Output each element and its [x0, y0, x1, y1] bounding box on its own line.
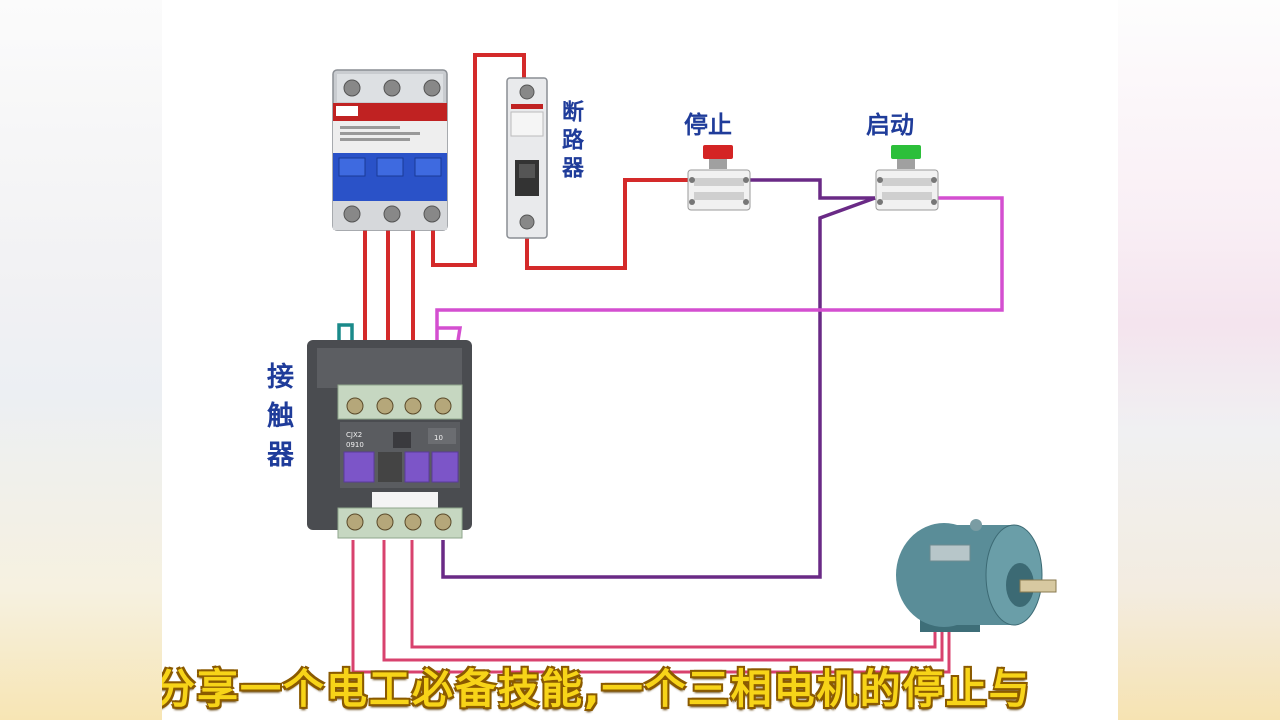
caption-text: 分享一个电工必备技能,一个三相电机的停止与: [162, 665, 1032, 713]
circuit-breaker-3p-icon: [332, 69, 448, 231]
wire-t1-to-motor: [351, 540, 951, 674]
wire-t3-to-motor: [410, 540, 937, 649]
left-blur-margin: [0, 0, 162, 720]
contactor-aux-label: 10: [434, 434, 443, 442]
contactor-model-sub: 0910: [346, 441, 364, 449]
label-start: 启动: [866, 111, 914, 139]
wire-t2-to-motor: [382, 540, 944, 662]
wire-start-to-coil: [441, 196, 876, 579]
wiring-diagram-svg: CJX2 0910 10: [307, 53, 1057, 674]
label-breaker: 断路器: [558, 100, 583, 184]
right-blur-margin: [1118, 0, 1280, 720]
wire-stop-to-start: [748, 178, 875, 200]
contactor-icon: CJX2 0910 10: [307, 340, 472, 539]
label-contactor: 接触器: [262, 362, 293, 479]
label-stop: 停止: [684, 111, 732, 139]
motor-icon: [896, 519, 1057, 632]
stop-button-icon: [687, 145, 751, 211]
start-button-icon: [875, 145, 939, 211]
wire-group-purple: [441, 178, 876, 579]
circuit-breaker-1p-icon: [506, 77, 548, 239]
wire-l3-to-control-breaker: [431, 53, 526, 267]
contactor-model: CJX2: [346, 431, 362, 439]
wire-start-to-aux: [435, 196, 1004, 378]
wire-control-breaker-to-stop: [525, 178, 690, 270]
caption-banner: 分享一个电工必备技能,一个三相电机的停止与: [162, 658, 1118, 720]
wiring-diagram: CJX2 0910 10 断路器: [162, 0, 1118, 720]
